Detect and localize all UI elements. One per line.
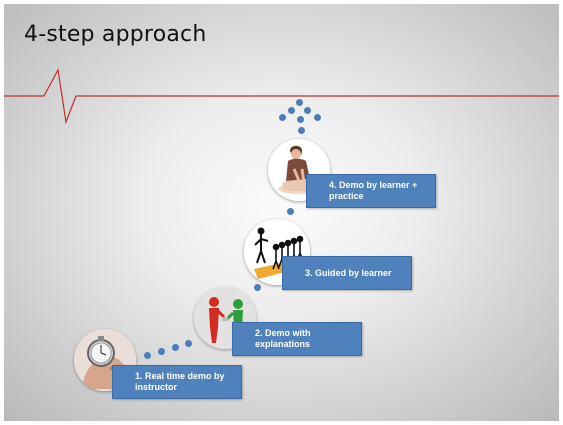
slide: 4-step approach 1. Real t	[4, 4, 559, 421]
step-1-box: 1. Real time demo by instructor	[112, 365, 242, 399]
step-2-label: 2. Demo with explanations	[255, 328, 311, 349]
step-1-label: 1. Real time demo by instructor	[135, 371, 225, 392]
step-3-label: 3. Guided by learner	[305, 268, 392, 278]
heartbeat-line	[4, 68, 559, 125]
step-4-label: 4. Demo by learner + practice	[329, 180, 418, 201]
step-3-box: 3. Guided by learner	[282, 256, 412, 290]
slide-title: 4-step approach	[24, 22, 207, 47]
step-4-box: 4. Demo by learner + practice	[306, 174, 436, 208]
stopwatch-icon	[74, 329, 136, 391]
step-2-box: 2. Demo with explanations	[232, 322, 362, 356]
